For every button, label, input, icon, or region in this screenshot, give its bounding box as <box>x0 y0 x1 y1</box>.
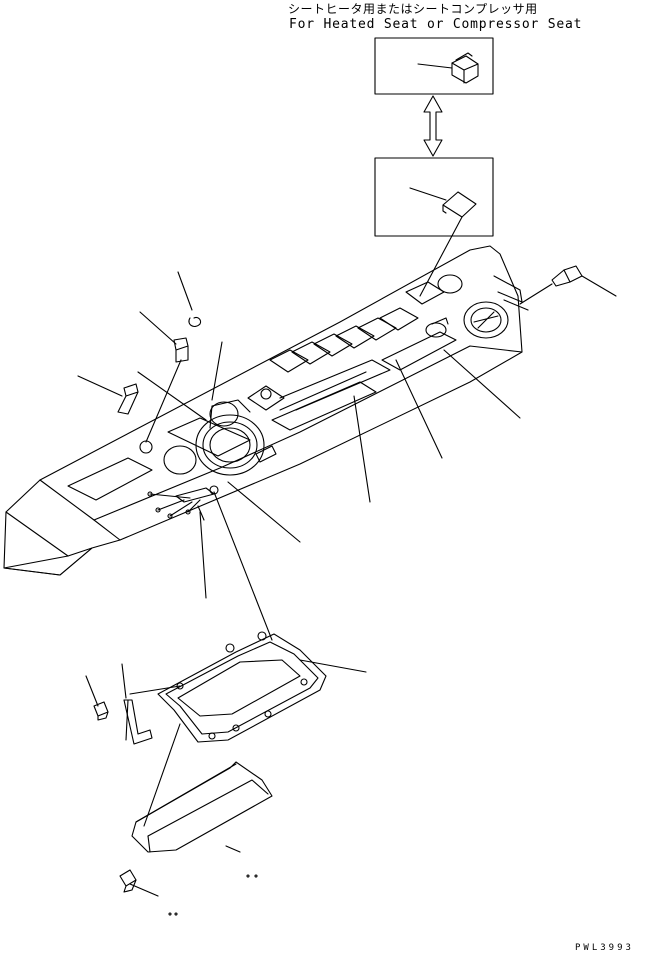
clip-part <box>178 272 201 326</box>
option-note-japanese: シートヒータ用またはシートコンプレッサ用 <box>288 2 538 16</box>
screw-right <box>520 266 616 304</box>
bracket-part <box>124 700 152 744</box>
interchange-arrow <box>424 96 442 156</box>
wiring-harness <box>148 486 218 520</box>
leader-lines <box>86 342 520 896</box>
screw-left <box>78 372 206 420</box>
optional-switch-detail-box <box>375 38 493 94</box>
gasket-frame <box>130 632 326 742</box>
dashboard-housing <box>4 246 528 575</box>
screw-bottom <box>120 870 257 915</box>
nut-part <box>94 702 108 720</box>
grommet-part <box>140 312 188 442</box>
option-note-english: For Heated Seat or Compressor Seat <box>289 17 583 32</box>
lower-cover <box>132 724 272 852</box>
drawing-code: PWL3993 <box>575 943 634 953</box>
blank-cover-detail-box <box>375 158 493 296</box>
